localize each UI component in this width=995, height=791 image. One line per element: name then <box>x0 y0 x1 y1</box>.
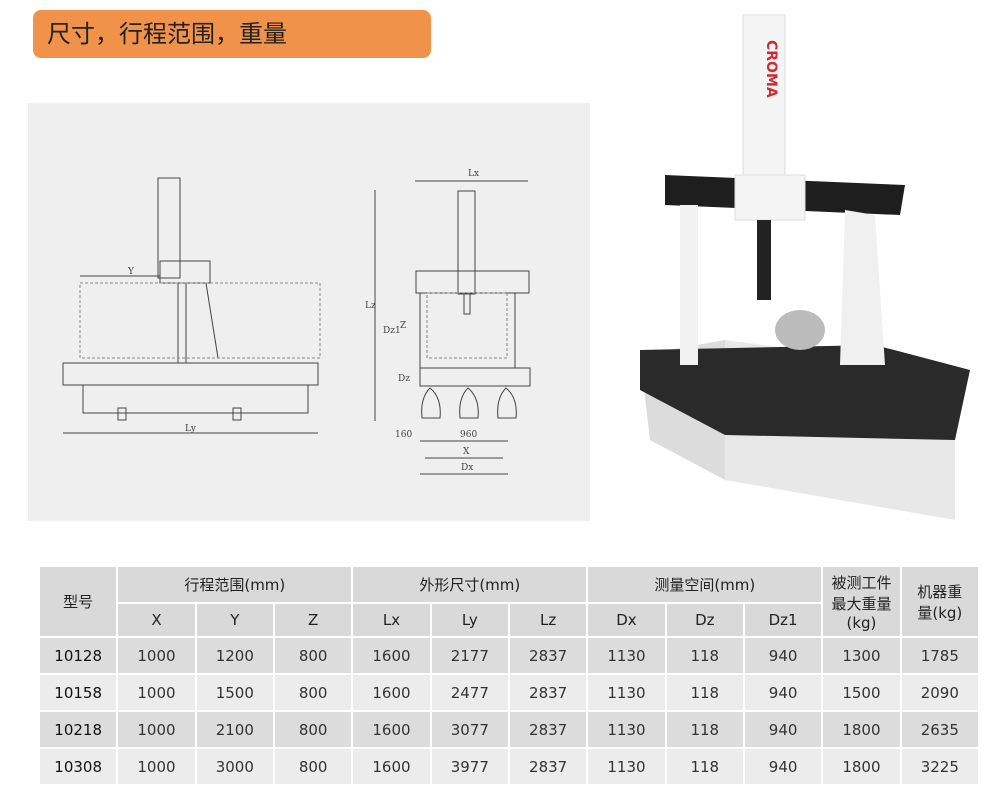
table-cell: 2837 <box>507 710 589 749</box>
label-lz: Lz <box>365 301 376 311</box>
header-max-workpiece-weight: 被测工件最大重量(kg) <box>821 565 902 638</box>
model-cell: 10128 <box>37 636 119 675</box>
table-cell: 3977 <box>429 747 510 786</box>
label-x: X <box>463 447 470 457</box>
table-cell: 1500 <box>821 673 902 712</box>
front-view-drawing <box>374 180 531 475</box>
dimension-diagram: Y Ly Lx Lz Dz1 Z Dz 160 960 X Dx <box>28 103 590 521</box>
model-cell: 10218 <box>37 710 119 749</box>
table-cell: 118 <box>664 747 745 786</box>
label-ly: Ly <box>185 424 197 434</box>
table-cell: 1300 <box>821 636 902 675</box>
subheader-z: Z <box>272 602 354 638</box>
label-z: Z <box>400 321 406 331</box>
machine-photo: CROMA <box>635 10 987 525</box>
table-cell: 118 <box>664 710 745 749</box>
header-machine-weight: 机器重量(kg) <box>899 565 981 638</box>
model-cell: 10158 <box>37 673 119 712</box>
subheader-y: Y <box>194 602 275 638</box>
table-cell: 800 <box>272 710 354 749</box>
label-dz1: Dz1 <box>383 326 401 336</box>
table-cell: 2837 <box>507 636 589 675</box>
subheader-x: X <box>116 602 197 638</box>
section-title: 尺寸，行程范围，重量 <box>33 10 431 58</box>
table-cell: 2635 <box>899 710 981 749</box>
table-cell: 3077 <box>429 710 510 749</box>
subheader-lz: Lz <box>507 602 589 638</box>
table-cell: 1800 <box>821 747 902 786</box>
table-cell: 1600 <box>351 673 432 712</box>
label-lx: Lx <box>468 169 479 179</box>
subheader-dz: Dz <box>664 602 745 638</box>
table-cell: 1130 <box>586 747 667 786</box>
table-cell: 1785 <box>899 636 981 675</box>
table-cell: 940 <box>742 747 824 786</box>
header-travel-range: 行程范围(mm) <box>116 565 354 604</box>
table-cell: 1600 <box>351 710 432 749</box>
table-cell: 3225 <box>899 747 981 786</box>
table-cell: 118 <box>664 636 745 675</box>
table-cell: 940 <box>742 636 824 675</box>
label-dx: Dx <box>461 463 473 473</box>
table-cell: 1500 <box>194 673 275 712</box>
table-cell: 1130 <box>586 710 667 749</box>
label-960: 960 <box>460 430 477 440</box>
table-cell: 1000 <box>116 636 197 675</box>
table-cell: 800 <box>272 673 354 712</box>
table-cell: 1130 <box>586 673 667 712</box>
table-cell: 1600 <box>351 747 432 786</box>
table-cell: 2177 <box>429 636 510 675</box>
label-y: Y <box>127 267 135 277</box>
subheader-dz1: Dz1 <box>742 602 824 638</box>
table-cell: 2090 <box>899 673 981 712</box>
side-view-drawing <box>62 177 321 434</box>
subheader-dx: Dx <box>586 602 667 638</box>
table-cell: 118 <box>664 673 745 712</box>
table-cell: 2100 <box>194 710 275 749</box>
label-160: 160 <box>395 430 412 440</box>
header-measuring-space: 测量空间(mm) <box>586 565 824 604</box>
table-cell: 800 <box>272 747 354 786</box>
subheader-ly: Ly <box>429 602 510 638</box>
table-cell: 1130 <box>586 636 667 675</box>
table-cell: 2837 <box>507 747 589 786</box>
brand-logo: CROMA <box>763 40 779 98</box>
header-outer-dimensions: 外形尺寸(mm) <box>351 565 589 604</box>
table-cell: 1600 <box>351 636 432 675</box>
table-cell: 1000 <box>116 747 197 786</box>
table-cell: 940 <box>742 673 824 712</box>
model-cell: 10308 <box>37 747 119 786</box>
table-cell: 800 <box>272 636 354 675</box>
subheader-lx: Lx <box>351 602 432 638</box>
header-model: 型号 <box>37 565 119 638</box>
table-cell: 940 <box>742 710 824 749</box>
table-cell: 1800 <box>821 710 902 749</box>
table-cell: 1200 <box>194 636 275 675</box>
label-dz: Dz <box>398 374 410 384</box>
table-cell: 1000 <box>116 673 197 712</box>
table-cell: 1000 <box>116 710 197 749</box>
table-cell: 2837 <box>507 673 589 712</box>
table-cell: 3000 <box>194 747 275 786</box>
spec-table: 型号 行程范围(mm) 外形尺寸(mm) 测量空间(mm) 被测工件最大重量(k… <box>37 565 981 786</box>
table-cell: 2477 <box>429 673 510 712</box>
